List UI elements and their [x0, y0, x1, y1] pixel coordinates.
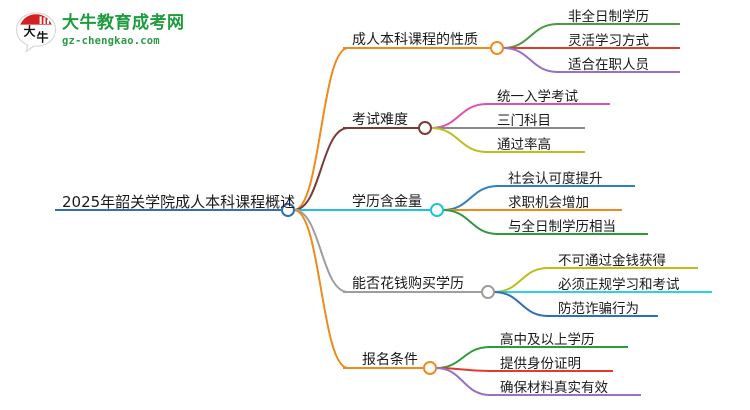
leaf-label-3-0[interactable]: 不可通过金钱获得: [558, 253, 666, 269]
leaf-connector-3-2: [493, 291, 549, 317]
branch-node-circle-3: [481, 285, 495, 299]
root-label[interactable]: 2025年韶关学院成人本科课程概述: [62, 193, 296, 211]
leaf-label-0-0[interactable]: 非全日制学历: [568, 9, 649, 25]
branch-node-circle-1: [418, 121, 432, 135]
branch-node-circle-2: [430, 203, 444, 217]
branch-connector-0: [293, 47, 349, 211]
leaf-connector-3-0: [493, 267, 549, 293]
branch-label-4[interactable]: 报名条件: [362, 352, 418, 368]
branch-label-3[interactable]: 能否花钱购买学历: [352, 276, 464, 292]
branch-node-circle-0: [490, 41, 504, 55]
svg-text:牛: 牛: [36, 30, 48, 45]
leaf-label-4-0[interactable]: 高中及以上学历: [500, 332, 595, 348]
mindmap-nodes: [281, 41, 504, 375]
leaf-label-3-1[interactable]: 必须正规学习和考试: [558, 277, 680, 293]
leaf-label-1-2[interactable]: 通过率高: [497, 137, 551, 153]
branch-label-2[interactable]: 学历含金量: [352, 194, 422, 210]
leaf-connector-0-0: [502, 23, 559, 49]
leaf-label-2-1[interactable]: 求职机会增加: [508, 195, 589, 211]
branch-label-0[interactable]: 成人本科课程的性质: [352, 32, 478, 48]
leaf-connector-4-2: [435, 367, 491, 396]
leaf-connector-4-0: [435, 346, 491, 369]
leaf-label-2-2[interactable]: 与全日制学历相当: [508, 219, 616, 235]
leaf-connector-2-2: [442, 209, 499, 235]
leaf-connector-1-2: [430, 127, 488, 153]
branch-node-circle-4: [423, 361, 437, 375]
leaf-label-0-1[interactable]: 灵活学习方式: [568, 33, 649, 49]
branch-connector-3: [293, 209, 349, 293]
daniu-logo-icon: 大 牛: [15, 12, 57, 54]
brand-domain: gz-chengkao.com: [62, 35, 160, 47]
site-logo[interactable]: 大 牛 大牛教育成考网 gz-chengkao.com: [10, 8, 190, 56]
root-node-circle: [281, 203, 295, 217]
svg-text:大: 大: [23, 24, 35, 39]
branch-connector-1: [293, 127, 349, 211]
leaf-label-2-0[interactable]: 社会认可度提升: [508, 171, 603, 187]
brand-name-cn: 大牛教育成考网: [62, 13, 185, 33]
leaf-connector-2-0: [442, 185, 499, 211]
leaf-label-4-2[interactable]: 确保材料真实有效: [500, 380, 608, 396]
leaf-label-1-0[interactable]: 统一入学考试: [497, 89, 578, 105]
leaf-label-3-2[interactable]: 防范诈骗行为: [558, 301, 639, 317]
leaf-connector-1-0: [430, 103, 488, 129]
mindmap-links: [55, 23, 712, 396]
brand-text-block: 大牛教育成考网 gz-chengkao.com: [62, 13, 192, 48]
branch-connector-4: [293, 209, 349, 369]
branch-label-1[interactable]: 考试难度: [352, 112, 408, 128]
leaf-label-1-1[interactable]: 三门科目: [497, 113, 551, 129]
leaf-label-0-2[interactable]: 适合在职人员: [568, 57, 649, 73]
leaf-connector-0-2: [502, 47, 559, 73]
leaf-label-4-1[interactable]: 提供身份证明: [500, 356, 581, 372]
